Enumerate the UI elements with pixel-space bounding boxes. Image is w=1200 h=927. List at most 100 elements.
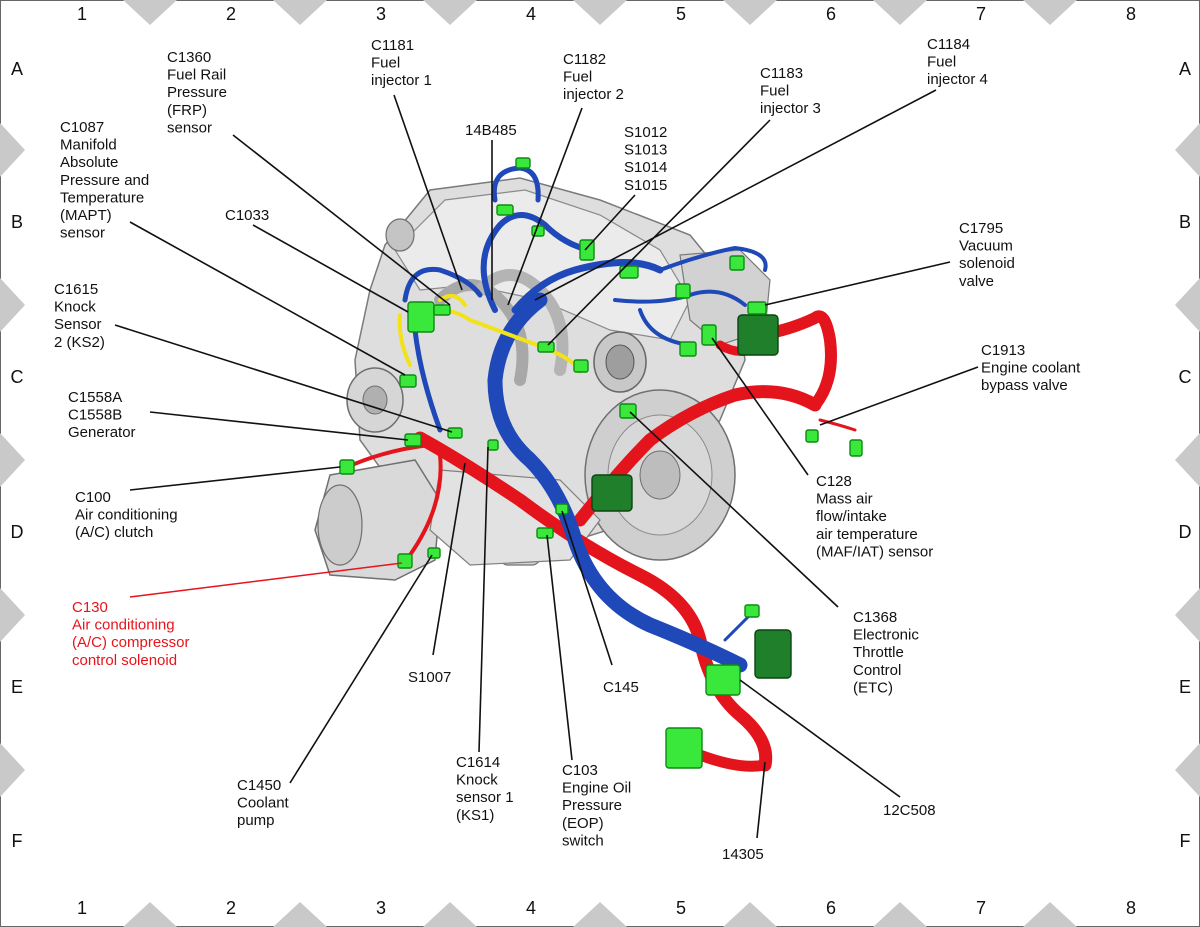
callout-line: control solenoid: [72, 652, 177, 669]
grid-column-label-top: 1: [77, 4, 87, 24]
callout-line: Pressure: [562, 797, 622, 814]
callout-line: Manifold: [60, 137, 117, 154]
callout-line: C128: [816, 473, 852, 490]
grid-row-label-right: E: [1179, 677, 1191, 697]
callout-14305: 14305: [722, 846, 764, 863]
callout-line: Generator: [68, 424, 136, 441]
grid-row-label-right: D: [1179, 522, 1192, 542]
grid-column-label-top: 5: [676, 4, 686, 24]
callout-line: injector 3: [760, 100, 821, 117]
grid-column-label-top: 6: [826, 4, 836, 24]
callout-line: injector 2: [563, 86, 624, 103]
callout-line: switch: [562, 832, 604, 849]
grid-row-label-right: A: [1179, 59, 1191, 79]
grid-row-label-left: F: [12, 831, 23, 851]
callout-line: (MAPT): [60, 207, 112, 224]
callout-line: C1181: [371, 37, 414, 54]
callout-line: Fuel: [563, 69, 592, 86]
grid-column-label-bottom: 6: [826, 898, 836, 918]
grid-column-label-top: 7: [976, 4, 986, 24]
harness-blue: [402, 165, 768, 673]
callout-line: (ETC): [853, 679, 893, 696]
callout-line: 2 (KS2): [54, 334, 105, 351]
grid-row-label-left: B: [11, 212, 23, 232]
grid-row-label-left: D: [11, 522, 24, 542]
callout-line: air temperature: [816, 526, 918, 543]
grid-column-label-bottom: 1: [77, 898, 87, 918]
callout-line: C1033: [225, 207, 269, 224]
leader-lines: [114, 89, 979, 839]
callout-line: pump: [237, 812, 275, 829]
grid-column-label-top: 8: [1126, 4, 1136, 24]
callout-line: C1795: [959, 220, 1003, 237]
callout-line: solenoid: [959, 255, 1015, 272]
callout-line: Air conditioning: [75, 507, 178, 524]
callout-line: Temperature: [60, 189, 144, 206]
callout-line: Vacuum: [959, 238, 1013, 255]
grid-column-label-bottom: 3: [376, 898, 386, 918]
grid-row-label-right: B: [1179, 212, 1191, 232]
callout-line: C1614: [456, 754, 500, 771]
grid-row-label-right: C: [1179, 367, 1192, 387]
callout-line: sensor: [60, 225, 105, 242]
grid-column-label-top: 2: [226, 4, 236, 24]
grid-row-label-right: F: [1180, 831, 1191, 851]
callout-line: C1087: [60, 119, 104, 136]
callout-line: Control: [853, 662, 901, 679]
callout-line: injector 1: [371, 72, 432, 89]
grid-column-label-bottom: 2: [226, 898, 236, 918]
callout-line: C100: [75, 489, 111, 506]
grid-column-label-top: 4: [526, 4, 536, 24]
callout-line: Knock: [54, 299, 96, 316]
callout-line: Pressure: [167, 84, 227, 101]
callout-line: Absolute: [60, 154, 118, 171]
grid-column-label-bottom: 4: [526, 898, 536, 918]
grid-column-label-bottom: 7: [976, 898, 986, 918]
callout-line: Air conditioning: [72, 617, 175, 634]
connectors: [339, 157, 863, 769]
callout-line: Fuel: [371, 55, 400, 72]
callout-line: Electronic: [853, 627, 919, 644]
callout-line: S1013: [624, 142, 667, 159]
callout-c145: C145: [603, 679, 639, 696]
callout-line: S1015: [624, 177, 667, 194]
callout-s1007: S1007: [408, 669, 451, 686]
callout-line: C1558B: [68, 407, 122, 424]
callout-line: S1007: [408, 669, 451, 686]
grid-column-label-top: 3: [376, 4, 386, 24]
callout-line: (A/C) clutch: [75, 524, 153, 541]
callout-14b485: 14B485: [465, 122, 517, 139]
callout-line: Sensor: [54, 316, 102, 333]
callout-line: Pressure and: [60, 172, 149, 189]
callout-line: Throttle: [853, 644, 904, 661]
callout-line: C1184: [927, 36, 970, 53]
callout-line: C145: [603, 679, 639, 696]
grid-row-label-left: A: [11, 59, 23, 79]
callout-line: (A/C) compressor: [72, 634, 190, 651]
callout-line: valve: [959, 273, 994, 290]
callout-12c508: 12C508: [883, 802, 936, 819]
callout-line: C103: [562, 762, 598, 779]
callout-line: C1615: [54, 281, 98, 298]
callout-line: sensor 1: [456, 789, 514, 806]
callout-line: Fuel: [927, 54, 956, 71]
